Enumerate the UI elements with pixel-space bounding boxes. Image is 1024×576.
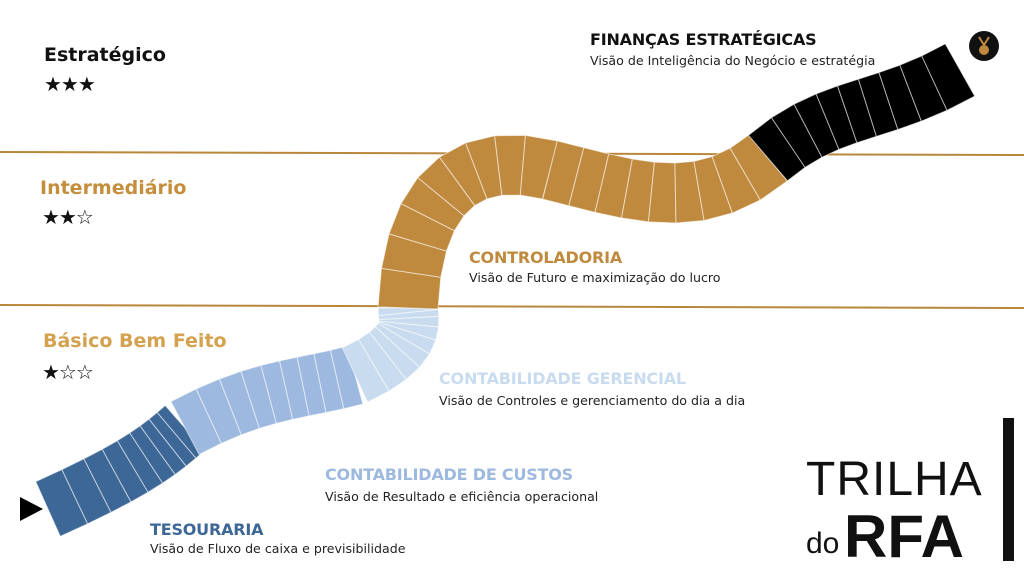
stage-desc-tesouraria: Visão de Fluxo de caixa e previsibilidad…	[150, 541, 406, 556]
medal-icon	[969, 31, 999, 61]
stage-title-tesouraria: TESOURARIA	[150, 520, 264, 539]
brand-logo-do: do	[806, 527, 840, 560]
brand-logo-rfa: RFA	[844, 503, 964, 570]
road-segment	[921, 43, 976, 112]
stage-desc-gerencial: Visão de Controles e gerenciamento do di…	[439, 393, 746, 408]
stage-title-financas: FINANÇAS ESTRATÉGICAS	[590, 30, 817, 49]
stars-rating: ★★☆	[42, 205, 94, 229]
road-segments	[35, 43, 976, 538]
stage-title-gerencial: CONTABILIDADE GERENCIAL	[439, 369, 686, 388]
level-divider-lower	[0, 304, 1024, 309]
brand-bar	[1003, 418, 1014, 561]
play-triangle-icon	[20, 497, 43, 521]
level-title-estrategico: Estratégico	[44, 44, 166, 66]
stage-desc-financas: Visão de Inteligência do Negócio e estra…	[590, 53, 876, 68]
stage-desc-custos: Visão de Resultado e eficiência operacio…	[325, 489, 599, 504]
brand-logo-trilha: TRILHA	[806, 453, 983, 506]
level-title-basico: Básico Bem Feito	[43, 330, 227, 352]
stage-desc-controladoria: Visão de Futuro e maximização do lucro	[469, 270, 721, 285]
level-title-intermediario: Intermediário	[40, 177, 187, 199]
stars-rating: ★★★	[44, 72, 96, 96]
stage-title-controladoria: CONTROLADORIA	[469, 248, 623, 267]
stars-rating: ★☆☆	[42, 360, 94, 384]
stage-title-custos: CONTABILIDADE DE CUSTOS	[325, 465, 574, 484]
